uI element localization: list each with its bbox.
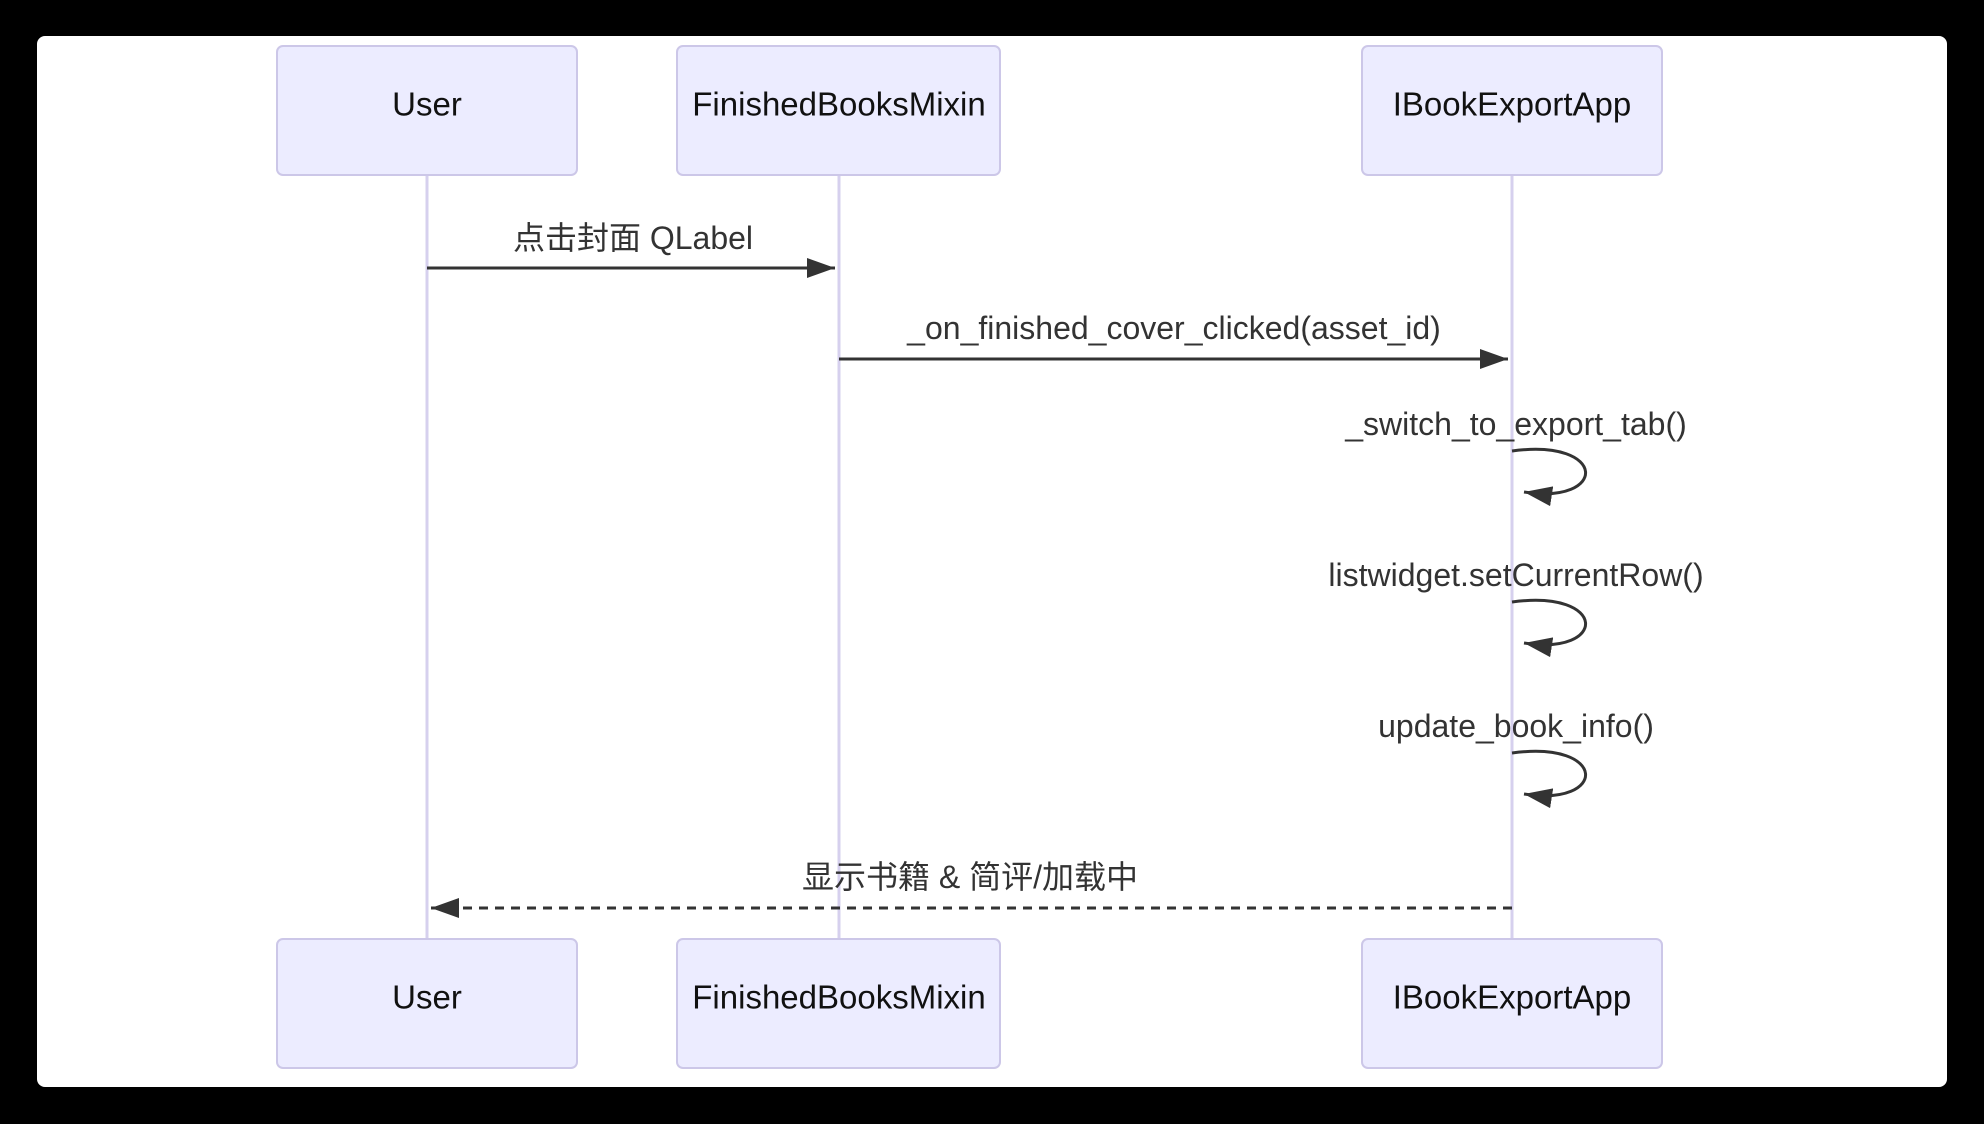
actor-finished-books-mixin-top: FinishedBooksMixin xyxy=(676,45,1001,176)
message-on-finished-cover-clicked: _on_finished_cover_clicked(asset_id) xyxy=(839,310,1508,369)
message-on-finished-cover-clicked-label: _on_finished_cover_clicked(asset_id) xyxy=(906,310,1441,346)
actor-box-user-top xyxy=(276,45,578,176)
actor-box-ibook-export-app-bottom xyxy=(1361,938,1663,1069)
self-call-setcurrentrow: listwidget.setCurrentRow() xyxy=(1328,557,1704,658)
actor-label-ibook-export-app-bottom: IBookExportApp xyxy=(1393,979,1631,1016)
actor-box-ibook-export-app-top xyxy=(1361,45,1663,176)
actor-box-user-bottom xyxy=(276,938,578,1069)
actor-label-ibook-export-app-top: IBookExportApp xyxy=(1393,86,1631,123)
actor-box-finished-books-mixin-bottom xyxy=(676,938,1001,1069)
message-click-cover: 点击封面 QLabel xyxy=(427,220,835,278)
lifelines xyxy=(425,175,1514,939)
self-call-setcurrentrow-arrow xyxy=(1511,598,1587,658)
actor-finished-books-mixin-bottom: FinishedBooksMixin xyxy=(676,938,1001,1069)
message-show-book-info-label: 显示书籍 & 简评/加载中 xyxy=(802,859,1138,895)
message-show-book-info: 显示书籍 & 简评/加载中 xyxy=(431,859,1512,918)
self-call-switch-to-export-tab-label: _switch_to_export_tab() xyxy=(1344,406,1687,442)
actor-label-user-bottom: User xyxy=(392,979,462,1016)
self-call-update-book-info-arrow xyxy=(1511,749,1587,809)
actor-user-top: User xyxy=(276,45,578,176)
actor-user-bottom: User xyxy=(276,938,578,1069)
self-call-setcurrentrow-label: listwidget.setCurrentRow() xyxy=(1328,557,1703,593)
diagram-canvas xyxy=(37,36,1947,1087)
self-call-update-book-info-label: update_book_info() xyxy=(1378,708,1654,744)
self-call-switch-to-export-tab: _switch_to_export_tab() xyxy=(1344,406,1687,507)
actor-ibook-export-app-bottom: IBookExportApp xyxy=(1361,938,1663,1069)
message-click-cover-label: 点击封面 QLabel xyxy=(513,220,753,256)
actor-label-finished-books-mixin-bottom: FinishedBooksMixin xyxy=(692,979,985,1016)
actor-label-finished-books-mixin-top: FinishedBooksMixin xyxy=(692,86,985,123)
actor-box-finished-books-mixin-top xyxy=(676,45,1001,176)
self-call-switch-to-export-tab-arrow xyxy=(1511,447,1587,507)
actor-label-user-top: User xyxy=(392,86,462,123)
actor-ibook-export-app-top: IBookExportApp xyxy=(1361,45,1663,176)
self-call-update-book-info: update_book_info() xyxy=(1378,708,1654,809)
